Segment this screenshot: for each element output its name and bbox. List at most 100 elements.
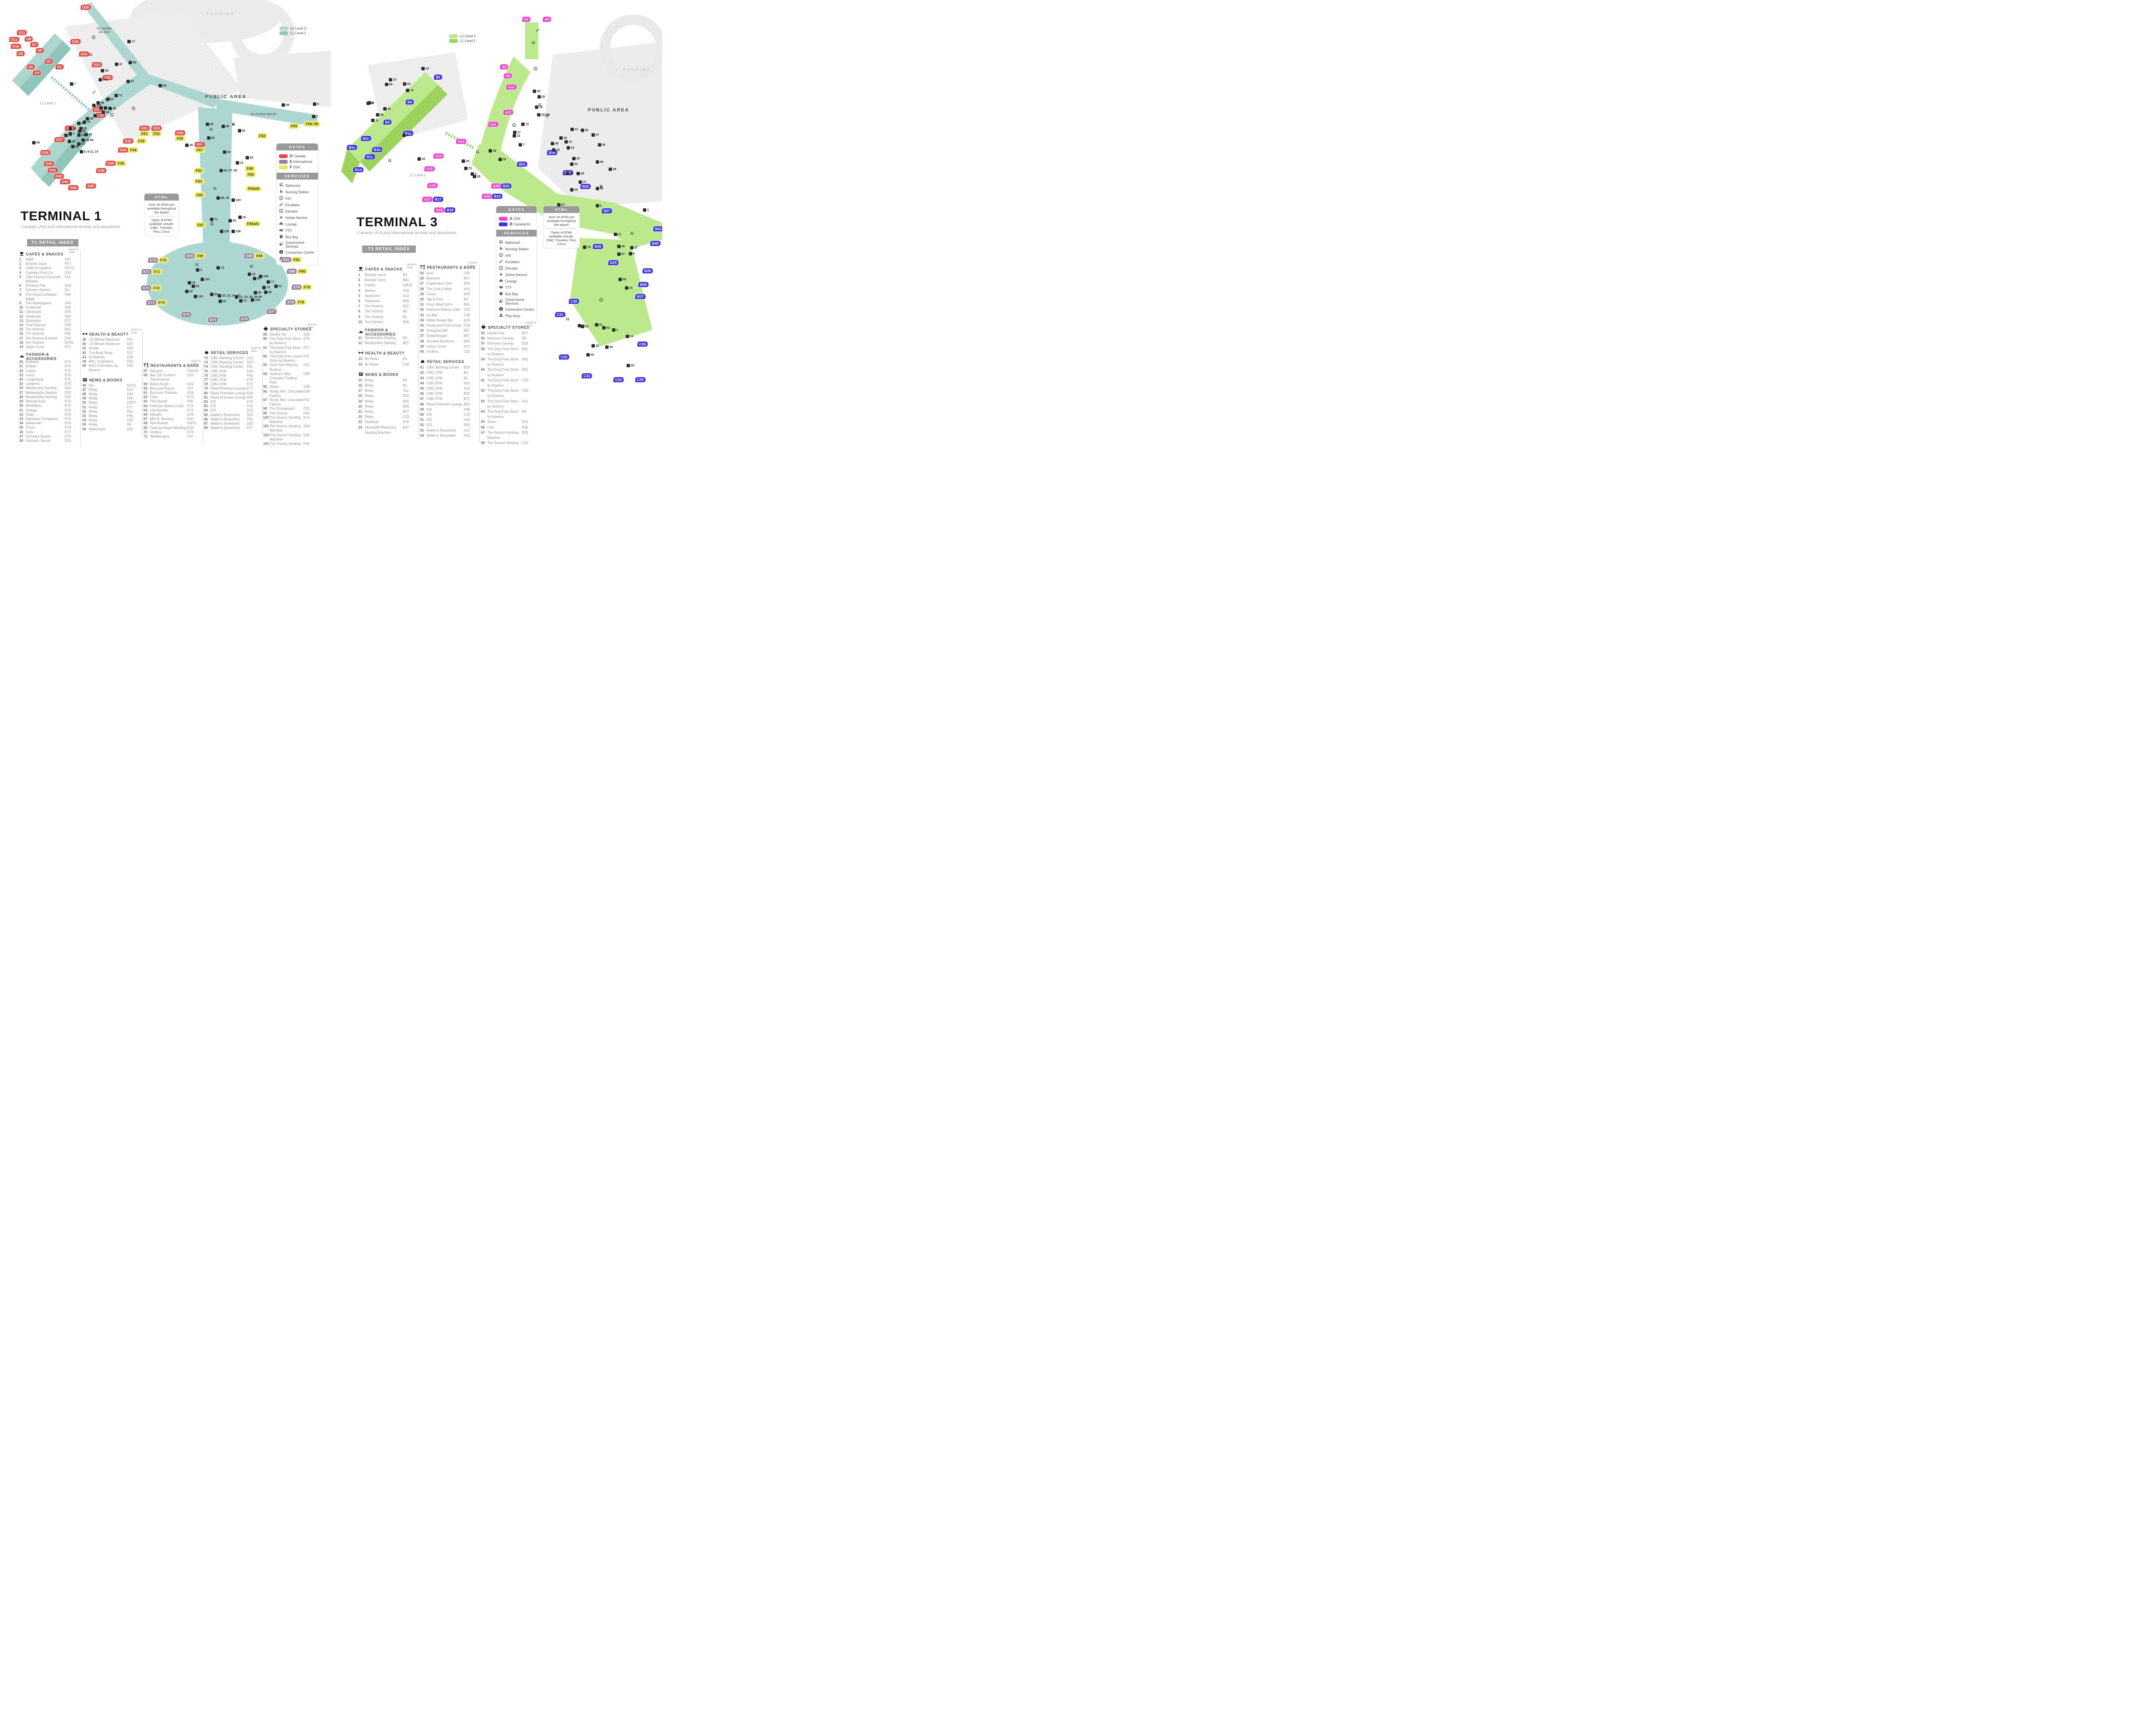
map-marker: 68 — [102, 111, 109, 114]
service-legend-item: Escalator — [499, 259, 534, 264]
gate-label-e69: E69 — [185, 253, 195, 258]
map-marker: 25 — [537, 95, 545, 99]
service-legend-item: Nursing Station — [499, 246, 534, 252]
gate-label-d9: D9 — [24, 36, 33, 42]
gate-label-d39: D39 — [40, 150, 51, 155]
gate-color-swatch — [499, 222, 507, 226]
section-header: RESTAURANTS & BARS — [420, 264, 479, 271]
map-marker: 45 — [533, 90, 540, 93]
gate-label-f70: F70 — [158, 258, 168, 263]
section-header: RETAIL SERVICES — [420, 358, 479, 365]
gate-color-swatch — [279, 154, 288, 158]
map-marker: 90 — [254, 291, 261, 294]
map-marker: 61 — [595, 323, 603, 327]
map-marker: 83 — [246, 156, 253, 159]
gate-label-d11: D11 — [17, 30, 27, 35]
map-marker: 103 — [231, 198, 241, 202]
gate-label-e68: E68 — [244, 253, 254, 258]
map-marker: 14 — [626, 335, 633, 338]
t1-title: TERMINAL 1 — [21, 209, 102, 223]
info-icon — [545, 114, 549, 118]
map-marker: 82 — [253, 277, 261, 280]
map-marker: 15 — [389, 78, 396, 81]
gate-label-d40: D40 — [44, 161, 54, 166]
map-marker: 70 — [239, 299, 247, 303]
gate-label-d53: D53 — [151, 126, 162, 131]
gate-label-c33: C33 — [582, 373, 592, 378]
map-marker: 49 — [282, 103, 289, 107]
map-marker: 60 — [207, 136, 215, 140]
services-legend-header: SERVICES — [496, 230, 537, 237]
gate-label-f36: F36 — [116, 161, 126, 166]
gate-label-b4: B4 — [405, 99, 414, 105]
section-header: HEALTH & BEAUTY — [82, 331, 142, 338]
nearest-gate-label: Nearest Gate — [251, 347, 261, 353]
t1-parking-label: PARKING — [206, 12, 235, 17]
service-legend-item: Government Services — [499, 298, 534, 306]
map-marker: 19 — [552, 148, 560, 152]
gate-color-swatch — [279, 165, 288, 169]
gate-label-f72: F72 — [151, 285, 162, 291]
map-marker: 31 — [564, 140, 572, 144]
wc-icon — [279, 183, 283, 188]
map-marker: 43 — [366, 102, 374, 105]
info-icon — [499, 253, 503, 258]
map-marker: 66 — [264, 291, 272, 294]
airport-terminal-map: PUBLIC AREA PARKING L1 Level 1 TO GATES … — [0, 0, 662, 447]
services-icon — [204, 350, 209, 356]
map-marker: 42 — [383, 107, 391, 111]
gates-legend-item: F USA — [279, 165, 315, 169]
t3-atms-line1: Over 40 ATMs are available throughout th… — [547, 215, 576, 227]
t3-retail-index-header: T3 RETAIL INDEX — [362, 246, 416, 253]
gate-label-d36: D36 — [105, 161, 116, 166]
map-marker: 20 — [572, 157, 580, 160]
gate-label-a16: A16 — [427, 183, 438, 188]
map-marker: 17 — [127, 40, 135, 43]
map-marker: 15 — [106, 98, 114, 101]
tag-icon — [481, 324, 486, 330]
map-marker: 105 — [220, 230, 229, 233]
level-swatch — [279, 27, 288, 30]
gate-label-b19: B19 — [492, 194, 502, 199]
map-marker: 59 — [129, 61, 136, 64]
gate-label-f66a/b: F66a/b — [245, 221, 261, 226]
gate-label-f82: F82 — [257, 133, 267, 138]
gate-label-d24: D24 — [79, 51, 89, 57]
gate-label-c30: C30 — [569, 299, 579, 304]
gate-label-f53: F53 — [151, 131, 162, 136]
gate-label-f68: F68 — [254, 253, 264, 258]
gate-label-a12: A12 — [488, 122, 498, 127]
